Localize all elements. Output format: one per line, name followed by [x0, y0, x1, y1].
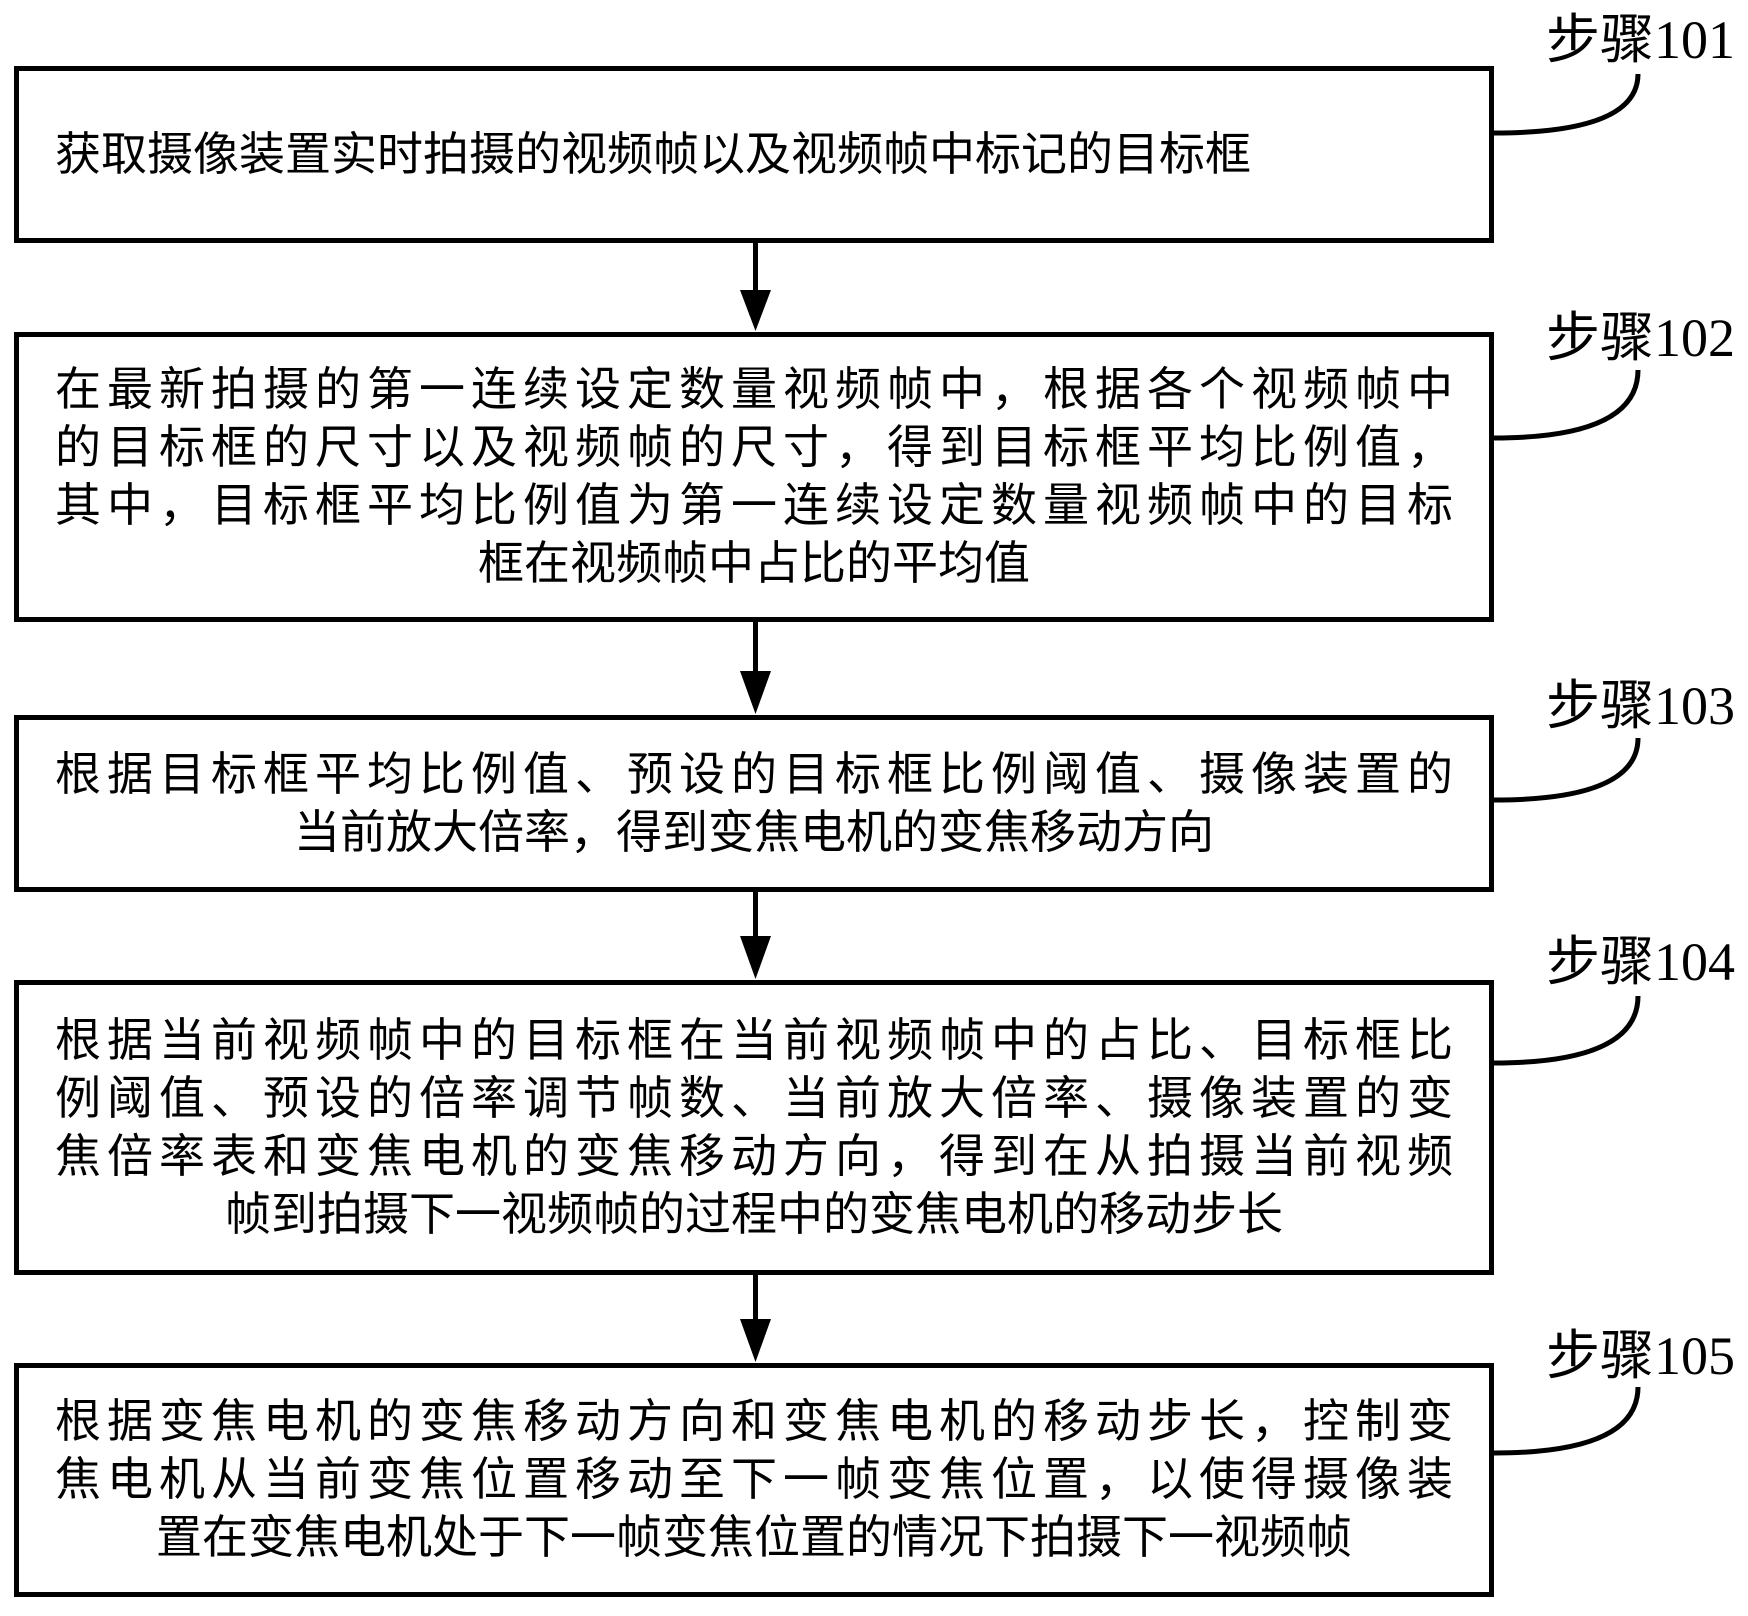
step-105-text-line: 焦电机从当前变焦位置移动至下一帧变焦位置，以使得摄像装: [55, 1454, 1453, 1505]
step-connector-103: [1493, 737, 1641, 803]
step-101-text-line: 获取摄像装置实时拍摄的视频帧以及视频帧中标记的目标框: [55, 128, 1251, 180]
step-box-103: 根据目标框平均比例值、预设的目标框比例阈值、摄像装置的 当前放大倍率，得到变焦电…: [14, 715, 1494, 892]
step-label-105: 步骤105: [1546, 1326, 1735, 1386]
step-102-text-line: 其中，目标框平均比例值为第一连续设定数量视频帧中的目标: [55, 480, 1453, 531]
step-103-text-line: 当前放大倍率，得到变焦电机的变焦移动方向: [294, 806, 1214, 858]
arrowhead-icon: [740, 290, 771, 331]
flow-arrow-4: [740, 1275, 771, 1362]
step-connector-102: [1493, 369, 1641, 441]
step-105-text-line: 根据变焦电机的变焦移动方向和变焦电机的移动步长，控制变: [55, 1396, 1453, 1447]
arrowhead-icon: [740, 936, 771, 979]
step-104-text-line: 帧到拍摄下一视频帧的过程中的变焦电机的移动步长: [225, 1188, 1283, 1240]
step-box-104: 根据当前视频帧中的目标框在当前视频帧中的占比、目标框比 例阈值、预设的倍率调节帧…: [14, 980, 1494, 1275]
arrowhead-icon: [740, 1319, 771, 1362]
step-102-text-line: 在最新拍摄的第一连续设定数量视频帧中，根据各个视频帧中: [55, 364, 1453, 415]
step-box-102: 在最新拍摄的第一连续设定数量视频帧中，根据各个视频帧中 的目标框的尺寸以及视频帧…: [14, 332, 1494, 622]
step-box-105: 根据变焦电机的变焦移动方向和变焦电机的移动步长，控制变 焦电机从当前变焦位置移动…: [14, 1363, 1494, 1597]
step-label-104: 步骤104: [1546, 932, 1735, 992]
flow-arrow-2: [740, 622, 771, 714]
step-105-text-line: 置在变焦电机处于下一帧变焦位置的情况下拍摄下一视频帧: [156, 1512, 1352, 1563]
step-104-text-line: 根据当前视频帧中的目标框在当前视频帧中的占比、目标框比: [55, 1014, 1453, 1066]
step-104-text-line: 焦倍率表和变焦电机的变焦移动方向，得到在从拍摄当前视频: [55, 1130, 1453, 1182]
step-box-101: 获取摄像装置实时拍摄的视频帧以及视频帧中标记的目标框: [14, 66, 1494, 243]
step-connector-101: [1493, 73, 1641, 136]
step-label-103: 步骤103: [1546, 676, 1735, 736]
step-104-text-line: 例阈值、预设的倍率调节帧数、当前放大倍率、摄像装置的变: [55, 1072, 1453, 1124]
step-102-text-line: 框在视频帧中占比的平均值: [478, 538, 1030, 589]
flow-arrow-1: [740, 243, 771, 331]
step-label-102: 步骤102: [1546, 308, 1735, 368]
step-connector-104: [1493, 995, 1641, 1066]
step-label-101: 步骤101: [1546, 10, 1735, 70]
flow-arrow-3: [740, 892, 771, 979]
step-102-text-line: 的目标框的尺寸以及视频帧的尺寸，得到目标框平均比例值，: [55, 422, 1453, 473]
step-connector-105: [1493, 1386, 1641, 1456]
step-103-text-line: 根据目标框平均比例值、预设的目标框比例阈值、摄像装置的: [55, 748, 1453, 800]
arrowhead-icon: [740, 671, 771, 714]
